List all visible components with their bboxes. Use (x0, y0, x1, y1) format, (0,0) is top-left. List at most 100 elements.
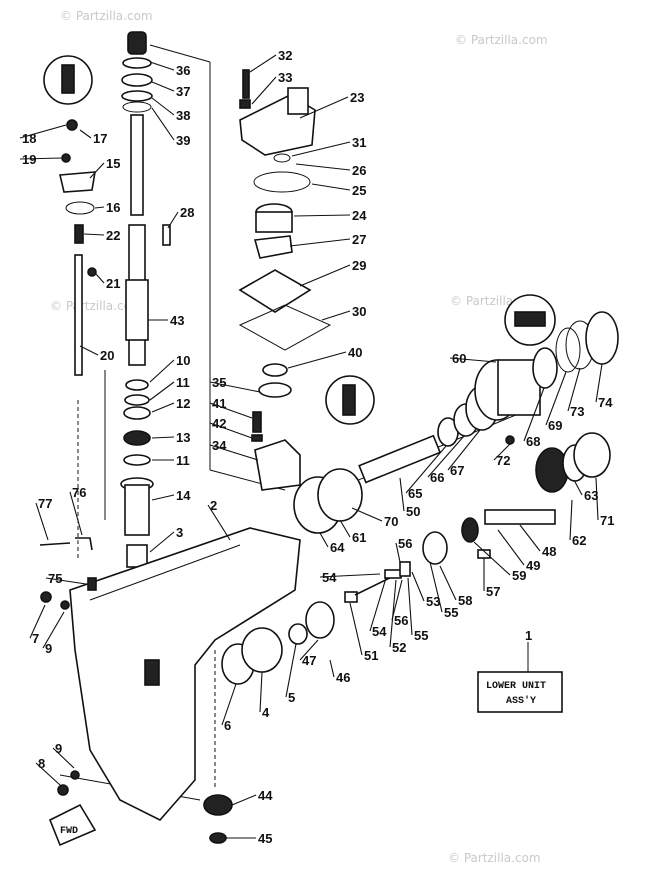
ring-38 (121, 90, 153, 102)
box-line2: ASS'Y (506, 695, 536, 707)
leader-line (427, 435, 465, 478)
leader-line (573, 479, 583, 496)
gasket-9 (60, 600, 70, 610)
callout-15: 15 (106, 156, 120, 171)
leader-line (497, 529, 525, 566)
callout-17: 17 (93, 131, 107, 146)
leader-line (79, 129, 92, 139)
detail-part (514, 311, 546, 327)
prop-shaft-48 (484, 509, 556, 525)
callout-16: 16 (106, 200, 120, 215)
gasket-30 (238, 304, 332, 351)
hose-76 (75, 537, 93, 551)
leader-line (209, 422, 253, 439)
oring-16 (65, 201, 95, 215)
callout-77: 77 (38, 496, 52, 511)
washer-19 (61, 153, 71, 163)
oring-39 (122, 101, 152, 113)
callout-54: 54 (322, 570, 337, 585)
plug-7 (40, 591, 52, 603)
watermarks: © Partzilla.com © Partzilla.com © Partzi… (50, 9, 548, 865)
leader-line (35, 762, 61, 786)
gasket-9b (70, 770, 80, 780)
forward-gear-assembly (203, 601, 335, 844)
shaft-50 (358, 434, 442, 484)
leader-line (259, 671, 263, 713)
leader-line (473, 541, 511, 576)
callout-1: 1 (525, 628, 532, 643)
callout-numbers: 3637383932332331262524272930403541423418… (22, 48, 614, 846)
leader-line (249, 54, 277, 73)
fwd-logo: FWD (60, 826, 78, 837)
callout-76: 76 (72, 485, 86, 500)
leader-line (35, 502, 49, 541)
callout-8: 8 (38, 756, 45, 771)
leader-line (293, 214, 351, 217)
callout-58: 58 (458, 593, 472, 608)
bolt-32 (242, 69, 250, 99)
callout-32: 32 (278, 48, 292, 63)
callout-24: 24 (352, 208, 367, 223)
leader-line (149, 381, 175, 401)
leader-line (19, 124, 67, 139)
callout-20: 20 (100, 348, 114, 363)
callout-22: 22 (106, 228, 120, 243)
leader-line (79, 345, 99, 356)
callout-42: 42 (212, 416, 226, 431)
callout-46: 46 (336, 670, 350, 685)
leader-line (321, 310, 351, 321)
leader-line (339, 519, 351, 538)
bearing-10 (125, 379, 149, 391)
shift-rod-assembly (43, 55, 171, 376)
callout-13: 13 (176, 430, 190, 445)
leader-line (149, 531, 175, 553)
callout-59: 59 (512, 568, 526, 583)
leader-line (149, 61, 175, 71)
bearing-4 (241, 627, 283, 673)
callout-49: 49 (526, 558, 540, 573)
washer-74 (585, 311, 619, 365)
callout-28: 28 (180, 205, 194, 220)
callout-56: 56 (394, 613, 408, 628)
collar-22 (74, 224, 84, 244)
washer-11 (123, 454, 151, 466)
leader-line (349, 602, 363, 656)
watermark: © Partzilla.com (455, 33, 548, 47)
callout-65: 65 (408, 486, 422, 501)
bolt-18 (66, 119, 78, 131)
seal-61 (317, 468, 363, 522)
leader-line (411, 571, 425, 602)
leader-line (151, 402, 175, 413)
seal-36 (127, 31, 147, 55)
leader-line (519, 524, 541, 552)
leader-line (429, 561, 443, 613)
washer-42 (251, 434, 263, 442)
leader-line (399, 477, 405, 512)
callout-12: 12 (176, 396, 190, 411)
callout-26: 26 (352, 163, 366, 178)
callout-74: 74 (598, 395, 613, 410)
callout-51: 51 (364, 648, 378, 663)
callout-4: 4 (262, 705, 270, 720)
leader-line (395, 542, 401, 563)
leader-line (447, 429, 481, 471)
plunger-51 (344, 591, 358, 603)
callout-48: 48 (542, 544, 556, 559)
bearing-12 (123, 406, 151, 420)
screw-75 (87, 577, 97, 591)
bracket-15 (59, 171, 96, 193)
sleeve-14 (124, 484, 150, 536)
watermark: © Partzilla.com (50, 299, 143, 313)
box-frame (477, 671, 563, 713)
leader-line (405, 445, 447, 494)
callout-29: 29 (352, 258, 366, 273)
clip-21 (87, 267, 97, 277)
leader-line (52, 747, 75, 769)
leader-line (311, 183, 351, 191)
callout-6: 6 (224, 718, 231, 733)
callout-3: 3 (176, 525, 183, 540)
gasket-25 (253, 171, 311, 193)
leader-line (523, 387, 545, 442)
callout-2: 2 (210, 498, 217, 513)
callout-67: 67 (450, 463, 464, 478)
